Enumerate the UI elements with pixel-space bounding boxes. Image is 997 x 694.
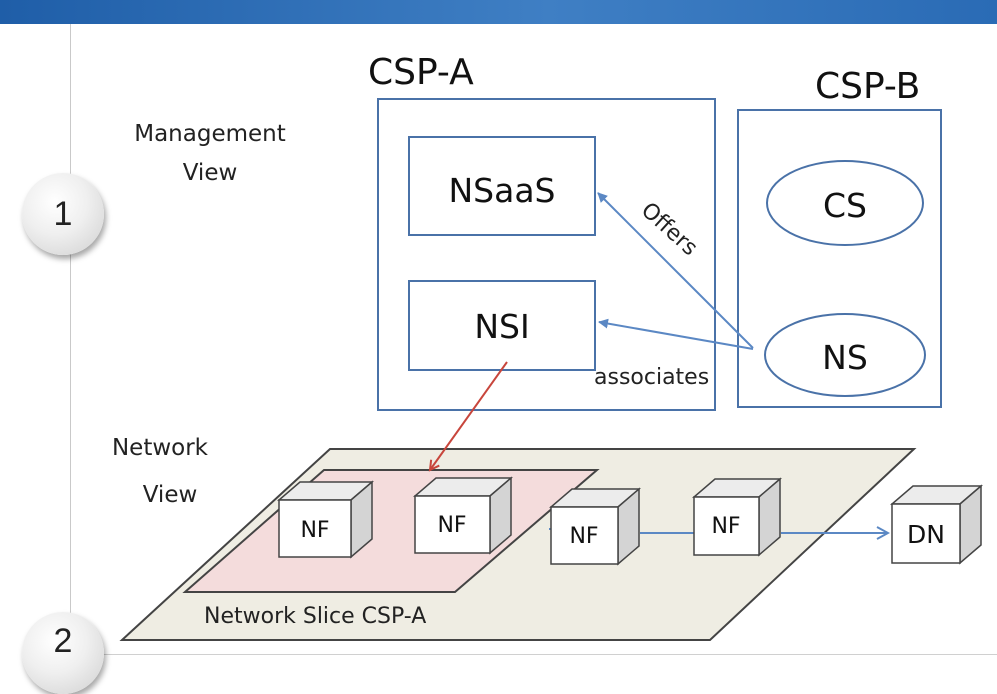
dn-label: DN: [907, 520, 945, 549]
nf-label-2: NF: [437, 513, 466, 538]
management-view-label-line2: View: [183, 160, 238, 186]
csp-b-box: [737, 109, 942, 408]
network-slice-label: Network Slice CSP-A: [204, 604, 426, 629]
nsaas-box[interactable]: [408, 136, 596, 236]
nf-label-3: NF: [569, 524, 598, 549]
nf-cube-1[interactable]: NF: [276, 480, 375, 559]
offers-label: Offers: [636, 198, 702, 261]
nsi-label: NSI: [474, 307, 529, 346]
nf-cube-2[interactable]: NF: [412, 476, 514, 555]
left-divider: [70, 24, 71, 657]
nsi-slice-arrow: [430, 361, 508, 470]
ns-label: NS: [822, 338, 868, 377]
bottom-divider: [70, 654, 997, 655]
management-view-label-line1: Management: [134, 121, 286, 147]
title-bar: [0, 0, 997, 24]
nf-cube-4[interactable]: NF: [691, 477, 783, 557]
nf-label-1: NF: [300, 518, 329, 543]
associates-arrow: [598, 318, 754, 350]
ns-ellipse[interactable]: [764, 313, 926, 397]
csp-a-box: [377, 98, 716, 411]
step-1-badge[interactable]: 1: [22, 173, 104, 255]
nf-cube-3[interactable]: NF: [548, 487, 642, 566]
diagram: Management View CSP-A NSaaS NSI CSP-B CS…: [112, 52, 984, 641]
csp-a-title: CSP-A: [368, 52, 474, 93]
associates-label: associates: [594, 365, 709, 390]
cs-ellipse[interactable]: [766, 160, 924, 246]
network-view-label-line2: View: [143, 482, 198, 508]
nsaas-label: NSaaS: [448, 171, 555, 210]
nf-label-4: NF: [711, 514, 740, 539]
network-view-label-line1: Network: [112, 435, 209, 461]
csp-b-title: CSP-B: [815, 66, 920, 107]
offers-arrow: [597, 192, 754, 349]
dn-cube[interactable]: DN: [889, 484, 984, 565]
cs-label: CS: [823, 186, 867, 225]
